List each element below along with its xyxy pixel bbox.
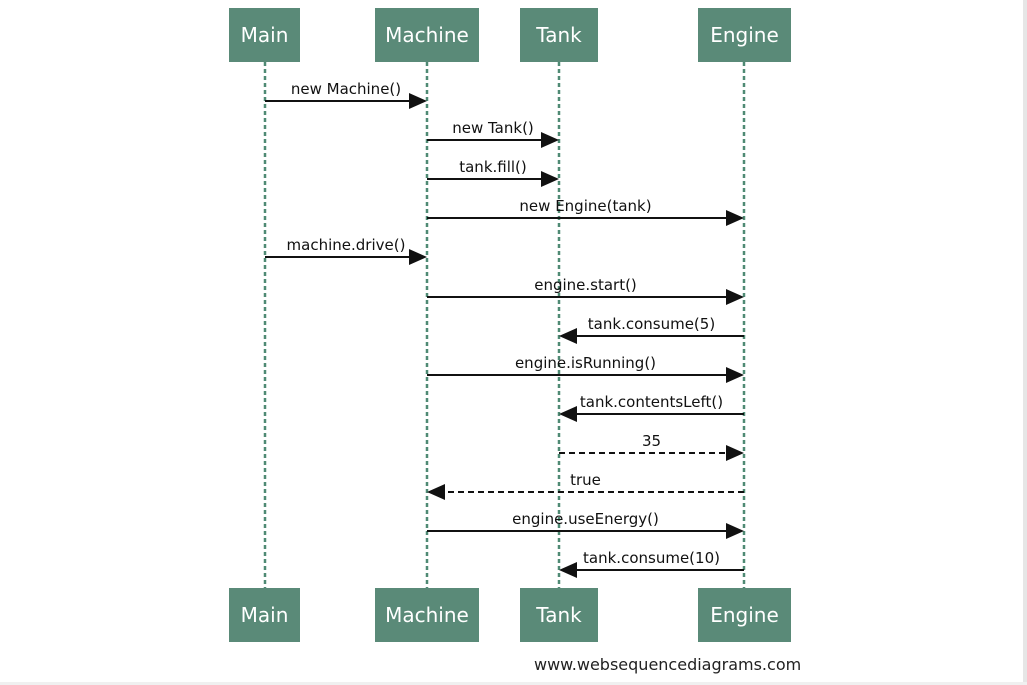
message-label: engine.useEnergy() — [512, 510, 659, 528]
arrowhead-icon — [541, 132, 559, 148]
arrowhead-icon — [559, 406, 577, 422]
participant-engine-bottom: Engine — [698, 588, 791, 642]
arrowhead-icon — [559, 328, 577, 344]
window-bottom-edge — [0, 682, 1027, 685]
arrowhead-icon — [559, 562, 577, 578]
message-label: tank.consume(5) — [587, 315, 716, 333]
message-label: true — [570, 471, 601, 489]
message-label: new Machine() — [290, 80, 402, 98]
arrowhead-icon — [726, 210, 744, 226]
arrowhead-icon — [541, 171, 559, 187]
message-label: machine.drive() — [286, 236, 406, 254]
participant-machine-top: Machine — [375, 8, 479, 62]
message-label: 35 — [641, 432, 662, 450]
arrowhead-icon — [409, 93, 427, 109]
participant-machine-bottom: Machine — [375, 588, 479, 642]
participant-engine-top: Engine — [698, 8, 791, 62]
participant-tank-top: Tank — [520, 8, 598, 62]
message-label: tank.contentsLeft() — [579, 393, 724, 411]
participant-main-top: Main — [229, 8, 300, 62]
arrowhead-icon — [427, 484, 445, 500]
message-label: new Tank() — [452, 119, 534, 137]
window-edge — [1023, 0, 1027, 685]
participant-main-bottom: Main — [229, 588, 300, 642]
message-label: tank.consume(10) — [583, 549, 720, 567]
arrowhead-icon — [726, 289, 744, 305]
watermark-text: www.websequencediagrams.com — [534, 655, 802, 674]
participant-tank-bottom: Tank — [520, 588, 598, 642]
message-label: engine.start() — [534, 276, 637, 294]
arrowhead-icon — [409, 249, 427, 265]
arrowhead-icon — [726, 367, 744, 383]
arrowhead-icon — [726, 445, 744, 461]
message-label: new Engine(tank) — [519, 197, 652, 215]
message-label: engine.isRunning() — [514, 354, 657, 372]
message-label: tank.fill() — [459, 158, 527, 176]
arrowhead-icon — [726, 523, 744, 539]
